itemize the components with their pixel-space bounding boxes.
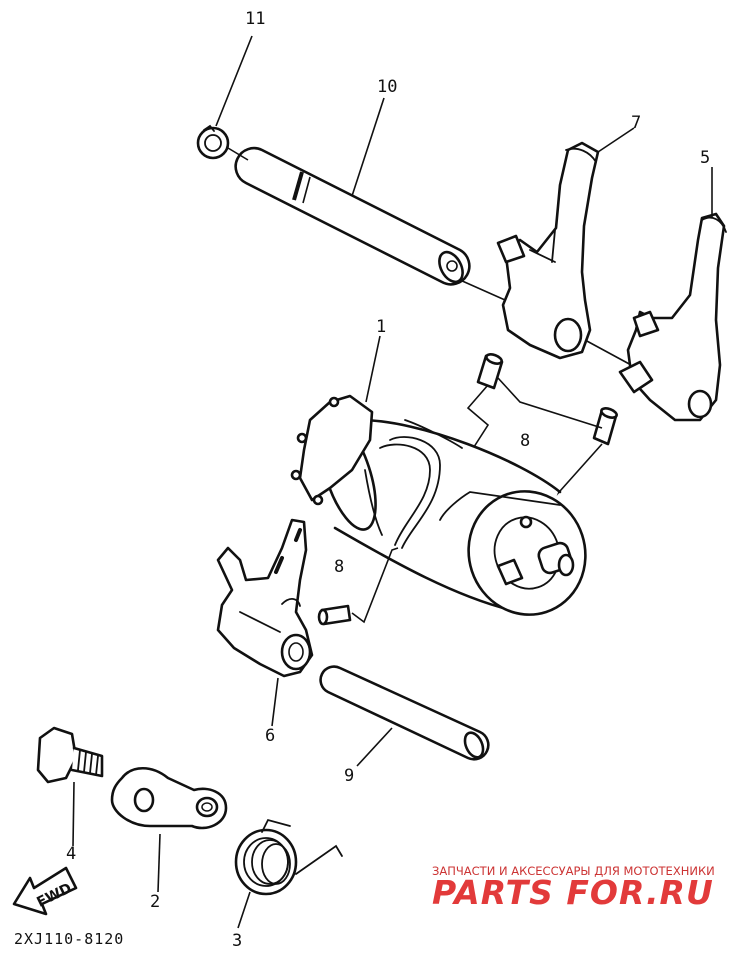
- callout-11: 11: [245, 9, 265, 29]
- callout-2: 2: [150, 892, 160, 912]
- guide-pin-part-8-right: [592, 407, 618, 446]
- callout-labels: 11 10 7 5 1 8 8 6 9 4 2 3: [66, 9, 710, 951]
- callout-8-lower: 8: [334, 557, 344, 577]
- stopper-lever-part-2: [110, 766, 228, 830]
- guide-pin-part-8-left: [476, 353, 504, 390]
- callout-6: 6: [265, 726, 275, 746]
- leader-pin-8-left: [466, 384, 490, 451]
- shift-drum-part-1: [290, 394, 587, 616]
- callout-leaders: [72, 35, 713, 929]
- callout-3: 3: [232, 931, 242, 951]
- watermark-subtitle: ЗАПЧАСТИ И АКСЕССУАРЫ ДЛЯ МОТОТЕХНИКИ: [432, 864, 715, 878]
- forward-direction-arrow: FWD: [12, 866, 78, 916]
- callout-9: 9: [344, 766, 354, 786]
- shift-fork-part-6: [216, 518, 314, 678]
- shift-fork-part-7: [496, 141, 600, 360]
- leader-pin-8-group: [497, 377, 603, 429]
- torsion-spring-part-3: [234, 818, 343, 896]
- circlip-part-11: [196, 124, 230, 160]
- callout-1: 1: [376, 317, 386, 337]
- guide-pin-part-8-lower: [317, 547, 399, 626]
- watermark-brand: PARTS FOR.RU: [432, 873, 714, 912]
- bolt-part-4: [36, 726, 104, 784]
- callout-5: 5: [700, 148, 710, 168]
- callout-10: 10: [377, 77, 397, 97]
- shift-fork-part-5: [618, 212, 727, 422]
- callout-7: 7: [631, 113, 641, 133]
- shift-fork-shaft-part-10: [227, 146, 634, 367]
- callout-8-upper: 8: [520, 431, 530, 451]
- watermark: ЗАПЧАСТИ И АКСЕССУАРЫ ДЛЯ МОТОТЕХНИКИ PA…: [432, 864, 715, 912]
- callout-4: 4: [66, 844, 76, 864]
- shift-fork-shaft-part-9: [319, 665, 490, 761]
- drawing-code: 2XJ110-8120: [14, 930, 124, 948]
